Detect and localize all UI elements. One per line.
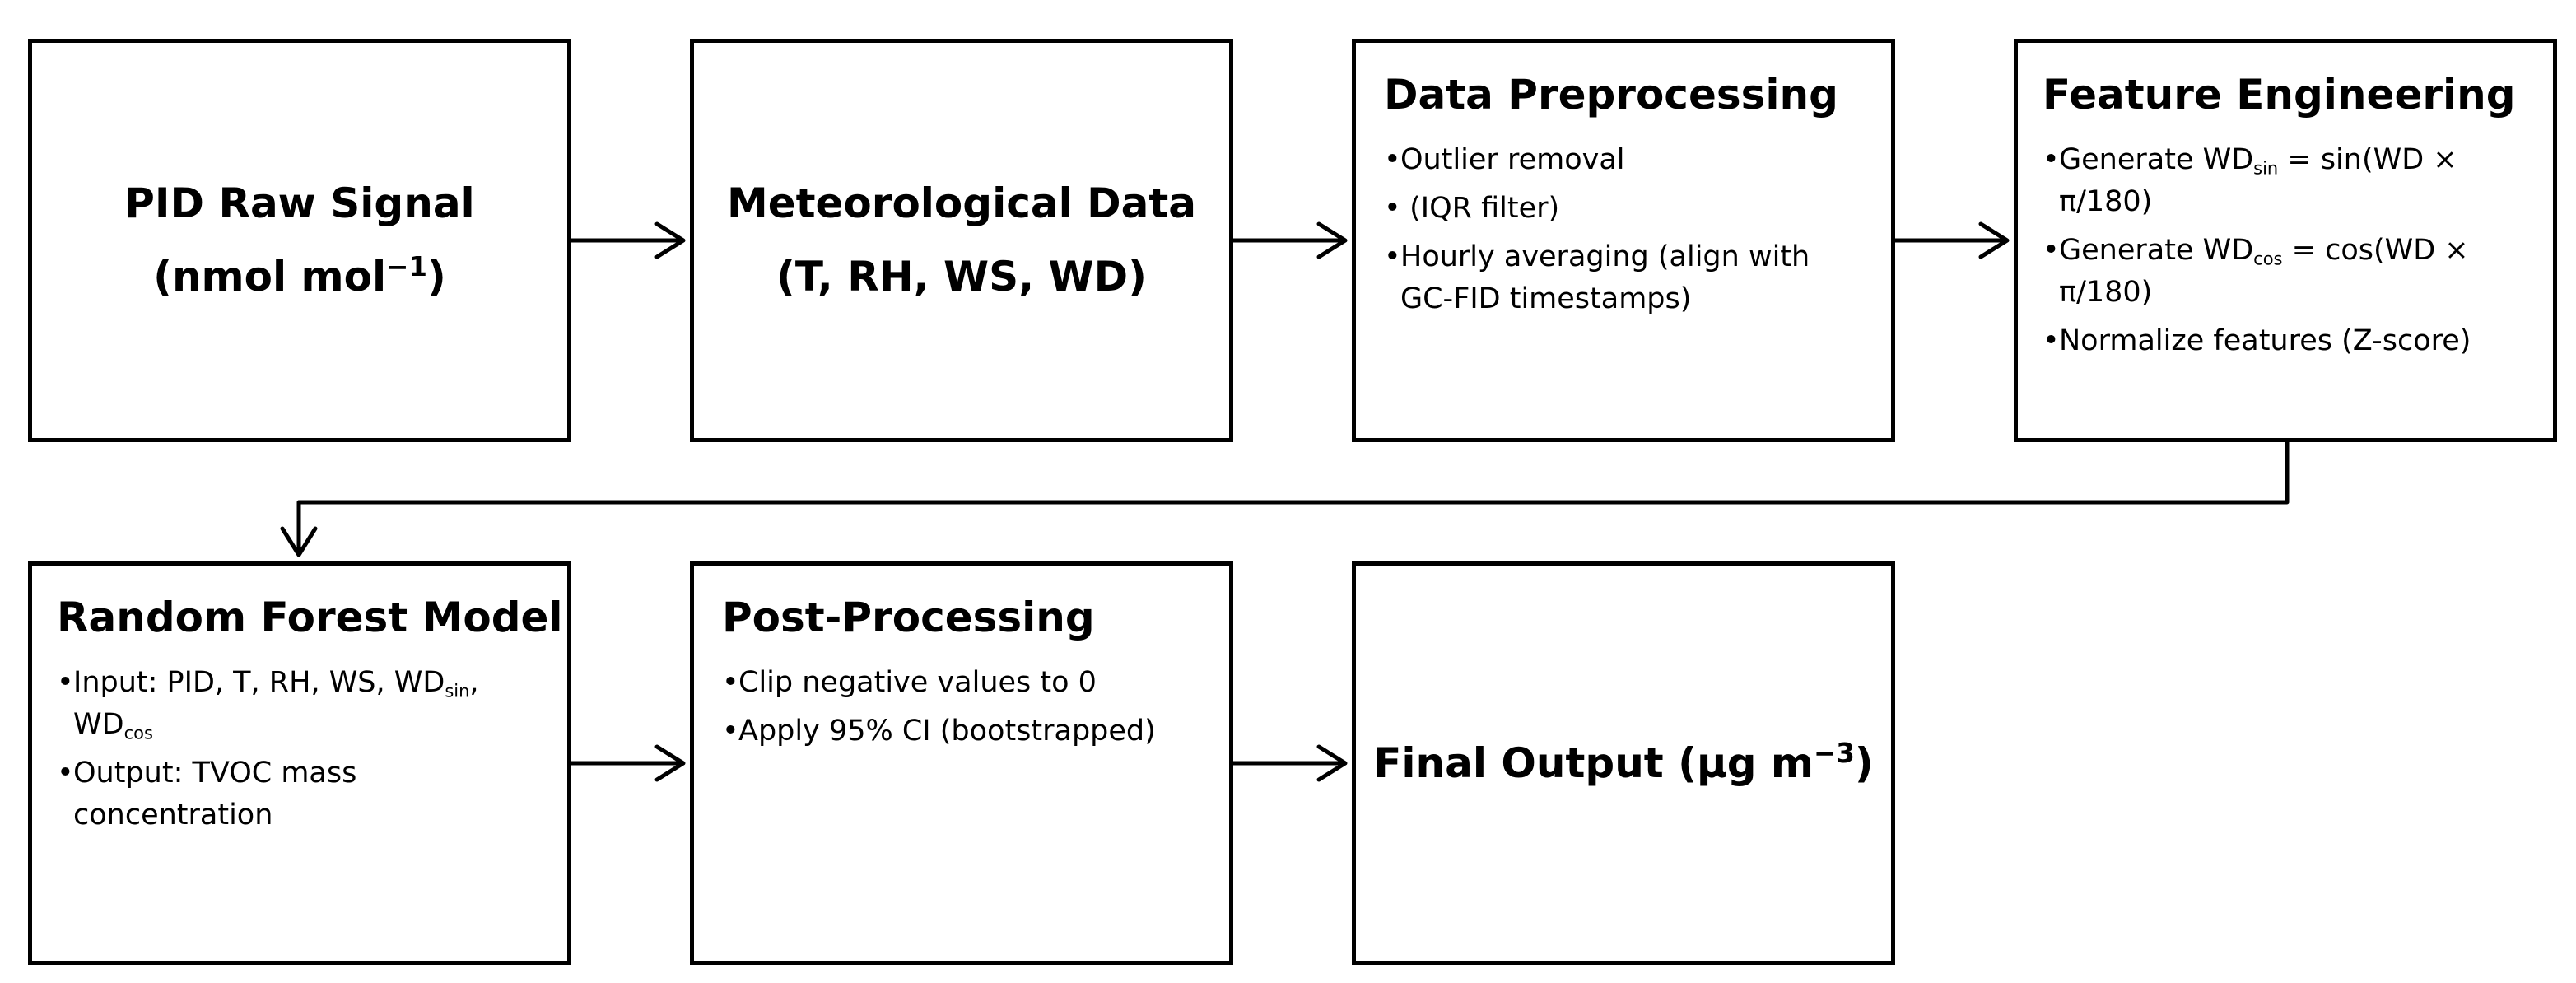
node-pid-raw-signal: PID Raw Signal (nmol mol−1) — [28, 39, 571, 442]
feature-steps: •Generate WDsin = sin(WD × π/180) •Gener… — [2043, 139, 2533, 362]
list-item: • (IQR filter) — [1384, 192, 1560, 225]
postprocessing-steps: •Clip negative values to 0 •Apply 95% CI… — [722, 662, 1201, 752]
arrow-pid-to-meteo — [568, 221, 686, 259]
random-forest-details: •Input: PID, T, RH, WS, WDsin, WDcos •Ou… — [57, 662, 547, 836]
node-feature-engineering: Feature Engineering •Generate WDsin = si… — [2014, 39, 2557, 442]
list-item: •Apply 95% CI (bootstrapped) — [722, 715, 1156, 748]
node-final-output: Final Output (µg m−3) — [1352, 561, 1895, 965]
list-item: •Clip negative values to 0 — [722, 666, 1097, 699]
preprocessing-title: Data Preprocessing — [1384, 71, 1838, 119]
list-item: •Hourly averaging (align with GC-FID tim… — [1384, 240, 1810, 315]
node-data-preprocessing: Data Preprocessing •Outlier removal • (I… — [1352, 39, 1895, 442]
meteo-variables: (T, RH, WS, WD) — [776, 253, 1148, 300]
arrow-random-forest-to-postprocessing — [568, 744, 686, 782]
list-item: •Generate WDcos = cos(WD × π/180) — [2043, 234, 2469, 309]
node-meteorological-data: Meteorological Data (T, RH, WS, WD) — [690, 39, 1233, 442]
meteo-title: Meteorological Data — [726, 179, 1197, 227]
random-forest-title: Random Forest Model — [57, 594, 563, 641]
arrow-preprocessing-to-feature — [1892, 221, 2010, 259]
preprocessing-steps: •Outlier removal • (IQR filter) •Hourly … — [1384, 139, 1863, 320]
list-item: •Generate WDsin = sin(WD × π/180) — [2043, 143, 2457, 218]
pid-unit: (nmol mol−1) — [153, 251, 446, 300]
arrow-postprocessing-to-final — [1230, 744, 1348, 782]
list-item: •Normalize features (Z-score) — [2043, 324, 2471, 357]
arrow-feature-to-random-forest — [280, 440, 2290, 557]
arrow-meteo-to-preprocessing — [1230, 221, 1348, 259]
list-item: •Input: PID, T, RH, WS, WDsin, WDcos — [57, 666, 479, 743]
list-item: •Outlier removal — [1384, 143, 1625, 176]
final-output-label: Final Output (µg m−3) — [1373, 737, 1874, 787]
node-post-processing: Post-Processing •Clip negative values to… — [690, 561, 1233, 965]
postprocessing-title: Post-Processing — [722, 594, 1095, 641]
feature-title: Feature Engineering — [2043, 71, 2516, 119]
pid-title: PID Raw Signal — [124, 179, 475, 227]
node-random-forest-model: Random Forest Model •Input: PID, T, RH, … — [28, 561, 571, 965]
list-item: •Output: TVOC mass concentration — [57, 757, 357, 832]
